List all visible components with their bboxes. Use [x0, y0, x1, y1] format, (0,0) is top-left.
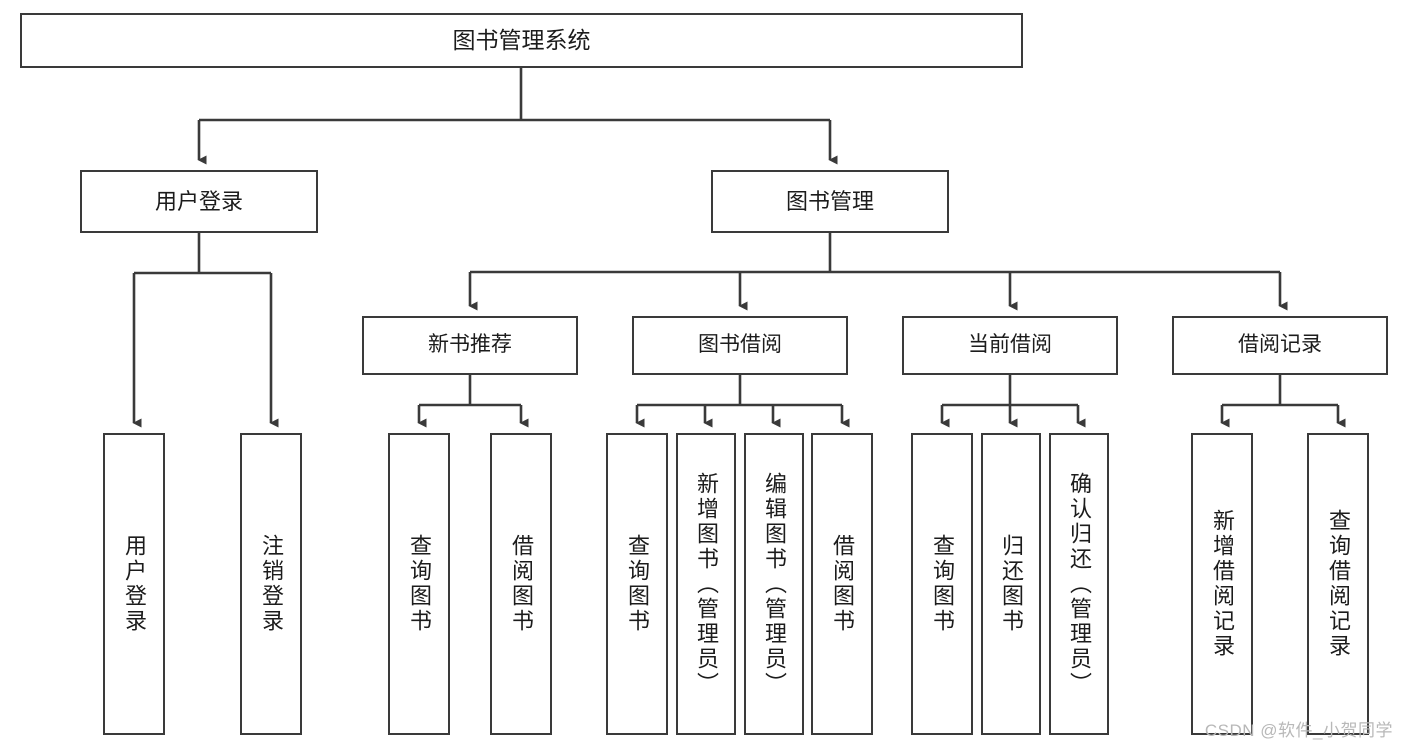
node-label: 新书推荐	[428, 333, 512, 357]
node-label: 当前借阅	[968, 333, 1052, 357]
node-book-borrow[interactable]: 图书借阅	[632, 316, 848, 375]
leaf-book-borrow-add-book-admin[interactable]: 新增图书（管理员）	[676, 433, 736, 735]
node-label: 图书借阅	[698, 333, 782, 357]
node-label: 借阅记录	[1238, 333, 1322, 357]
node-label: 图书管理系统	[452, 26, 591, 53]
node-label: 新增借阅记录	[1210, 509, 1235, 659]
node-label: 查询图书	[407, 534, 432, 634]
node-label: 新增图书（管理员）	[694, 471, 719, 697]
node-label: 注销登录	[259, 534, 284, 634]
watermark-text: CSDN @软件_小贺同学	[1204, 721, 1393, 740]
node-label: 编辑图书（管理员）	[762, 471, 787, 697]
node-label: 用户登录	[122, 534, 147, 634]
leaf-borrow-record-query-record[interactable]: 查询借阅记录	[1307, 433, 1369, 735]
leaf-book-borrow-query-book[interactable]: 查询图书	[606, 433, 668, 735]
leaf-book-borrow-edit-book-admin[interactable]: 编辑图书（管理员）	[744, 433, 804, 735]
node-label: 借阅图书	[509, 534, 534, 634]
node-root-book-management-system[interactable]: 图书管理系统	[20, 13, 1023, 68]
leaf-current-borrow-confirm-return-admin[interactable]: 确认归还（管理员）	[1049, 433, 1109, 735]
leaf-new-book-query-book[interactable]: 查询图书	[388, 433, 450, 735]
leaf-user-login-login[interactable]: 用户登录	[103, 433, 165, 735]
leaf-book-borrow-borrow-book[interactable]: 借阅图书	[811, 433, 873, 735]
leaf-borrow-record-add-record[interactable]: 新增借阅记录	[1191, 433, 1253, 735]
node-label: 借阅图书	[830, 534, 855, 634]
node-label: 图书管理	[785, 188, 874, 214]
node-label: 查询图书	[625, 534, 650, 634]
node-label: 归还图书	[999, 534, 1024, 634]
leaf-current-borrow-return-book[interactable]: 归还图书	[981, 433, 1041, 735]
node-new-book-recommend[interactable]: 新书推荐	[362, 316, 578, 375]
leaf-new-book-borrow-book[interactable]: 借阅图书	[490, 433, 552, 735]
node-current-borrow[interactable]: 当前借阅	[902, 316, 1118, 375]
node-label: 查询图书	[930, 534, 955, 634]
node-user-login[interactable]: 用户登录	[80, 170, 318, 233]
node-label: 查询借阅记录	[1326, 509, 1351, 659]
node-label: 确认归还（管理员）	[1067, 471, 1092, 697]
node-borrow-record[interactable]: 借阅记录	[1172, 316, 1388, 375]
node-book-management[interactable]: 图书管理	[711, 170, 949, 233]
node-label: 用户登录	[154, 188, 243, 214]
leaf-user-login-logout[interactable]: 注销登录	[240, 433, 302, 735]
leaf-current-borrow-query-book[interactable]: 查询图书	[911, 433, 973, 735]
